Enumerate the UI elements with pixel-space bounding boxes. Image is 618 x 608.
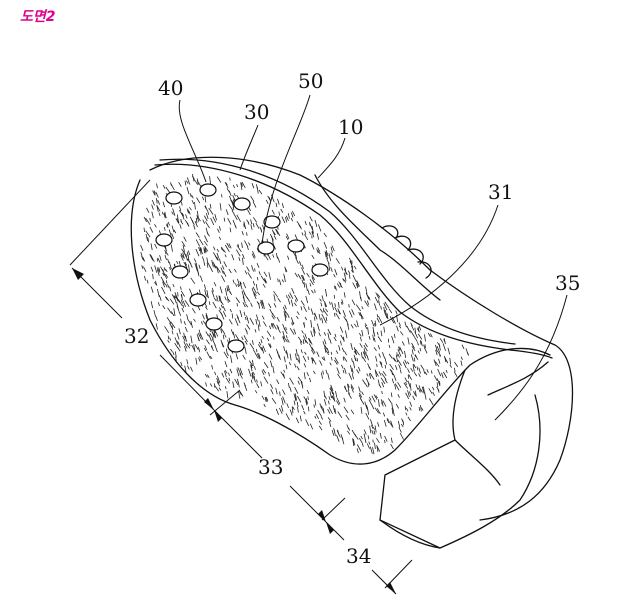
shoe-upper-inner bbox=[314, 174, 441, 301]
ref-40: 40 bbox=[158, 76, 183, 100]
heel-face bbox=[379, 519, 441, 549]
sole-outer-edge bbox=[130, 179, 551, 465]
heel-edge bbox=[454, 439, 501, 486]
laces bbox=[381, 225, 432, 279]
ref-10: 10 bbox=[338, 115, 363, 139]
ref-33: 33 bbox=[258, 455, 283, 479]
sole-welt-line bbox=[154, 163, 553, 359]
ref-31: 31 bbox=[488, 180, 513, 204]
dimension-lines bbox=[69, 179, 413, 595]
holes bbox=[155, 183, 329, 353]
ref-50: 50 bbox=[298, 69, 323, 93]
anti-slip-surface bbox=[140, 174, 469, 455]
shoe-upper-outline bbox=[149, 156, 574, 521]
ref-34: 34 bbox=[346, 544, 371, 568]
sole-welt-line-2 bbox=[159, 158, 516, 345]
ref-30: 30 bbox=[244, 100, 269, 124]
figure-label: 도면2 bbox=[20, 9, 56, 25]
ref-35: 35 bbox=[555, 271, 580, 295]
ref-32: 32 bbox=[124, 324, 149, 348]
heel-block bbox=[379, 369, 541, 549]
heel-rim bbox=[487, 361, 549, 396]
leader-lines bbox=[178, 94, 568, 421]
